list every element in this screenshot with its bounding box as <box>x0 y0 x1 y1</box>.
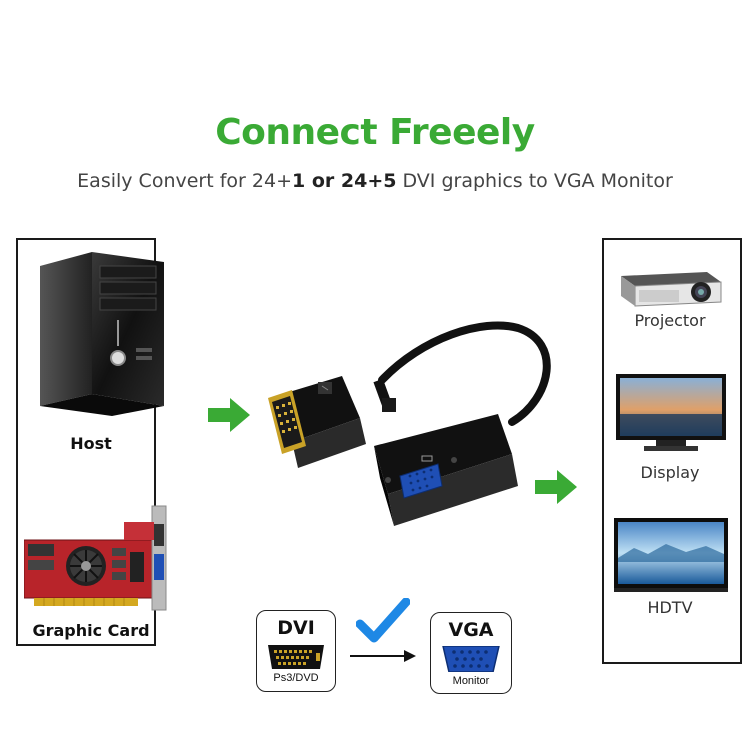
connection-arrow-icon <box>350 650 416 662</box>
graphics-card-icon <box>24 505 167 611</box>
vga-card-title: VGA <box>448 619 494 641</box>
subtitle-bold: 1 or 24+5 <box>292 170 397 192</box>
dvi-card-caption: Ps3/DVD <box>273 672 319 684</box>
arrow-right-icon <box>535 470 577 504</box>
adapter-cable-icon <box>268 321 551 526</box>
checkmark-icon <box>356 598 410 643</box>
projector-icon <box>621 272 722 307</box>
vga-card-caption: Monitor <box>452 675 490 687</box>
pc-tower-icon <box>40 252 164 416</box>
graphic-card-label: Graphic Card <box>32 621 150 640</box>
vga-card: VGA Monitor <box>430 612 512 694</box>
dvi-port-icon <box>268 645 324 669</box>
dvi-card-title: DVI <box>277 617 315 639</box>
page-subtitle: Easily Convert for 24+1 or 24+5 DVI grap… <box>0 170 750 192</box>
subtitle-suffix: DVI graphics to VGA Monitor <box>396 170 673 192</box>
display-label: Display <box>640 463 700 482</box>
hdtv-icon <box>614 518 728 592</box>
page-title: Connect Freeely <box>215 112 535 153</box>
vga-port-icon <box>442 646 500 672</box>
projector-label: Projector <box>634 311 706 330</box>
dvi-card: DVI Ps3/DVD <box>256 610 336 692</box>
arrow-right-icon <box>208 398 250 432</box>
subtitle-prefix: Easily Convert for 24+ <box>77 170 292 192</box>
hdtv-label: HDTV <box>647 598 693 617</box>
display-icon <box>616 374 726 451</box>
host-label: Host <box>70 434 112 453</box>
